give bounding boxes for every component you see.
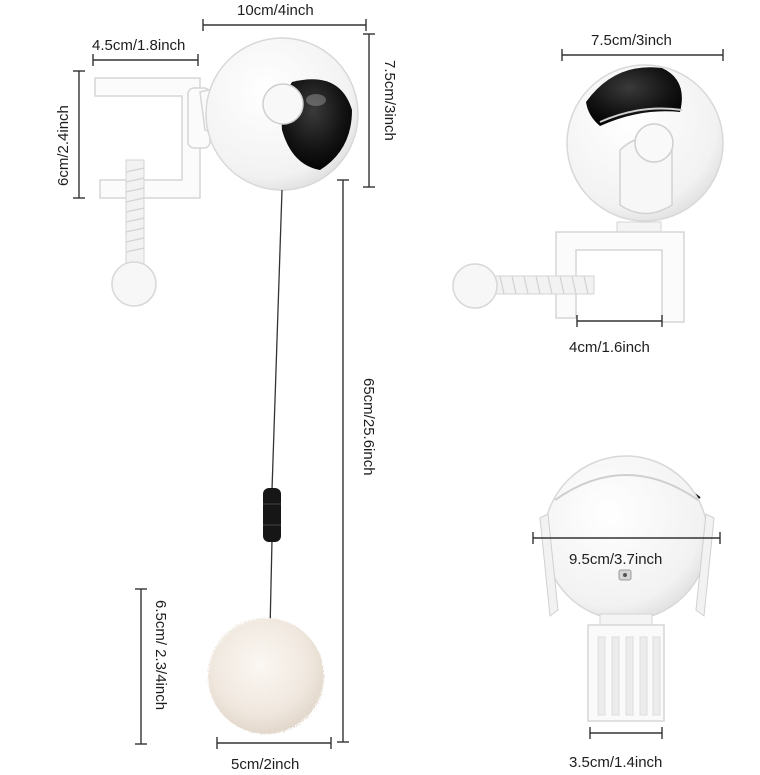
string	[271, 189, 283, 491]
width-label: 10cm/4inch	[237, 2, 314, 19]
string-length-label: 65cm/25.6inch	[360, 378, 377, 476]
clamp-height-label: 6cm/2.4inch	[55, 105, 72, 186]
main-product-view	[94, 37, 359, 734]
pivot-knob	[262, 83, 304, 125]
front-product-view	[539, 455, 715, 722]
clamp-width-label: 4.5cm/1.8inch	[92, 37, 186, 54]
side-width-label: 7.5cm/3inch	[591, 32, 672, 49]
dimension-lines-side	[561, 49, 724, 327]
dimension-lines-main	[73, 19, 375, 749]
pompom-height-label: 6.5cm/ 2.3/4inch	[152, 600, 169, 711]
side-product-view	[452, 64, 724, 323]
pompom-width-label: 5cm/2inch	[231, 756, 300, 773]
front-clamp-label: 3.5cm/1.4inch	[569, 754, 663, 771]
front-width-label: 9.5cm/3.7inch	[569, 551, 663, 568]
clamp-bracket	[94, 77, 211, 199]
side-clamp-bracket	[555, 231, 685, 323]
pompom	[208, 618, 324, 734]
string-weight	[263, 488, 281, 542]
side-clamp-label: 4cm/1.6inch	[569, 339, 650, 356]
clamp-screw	[111, 159, 157, 307]
side-pivot-knob	[634, 123, 674, 163]
dimension-lines-front	[532, 532, 721, 739]
body-height-label: 7.5cm/3inch	[381, 60, 398, 141]
side-dark-lens	[586, 67, 682, 126]
